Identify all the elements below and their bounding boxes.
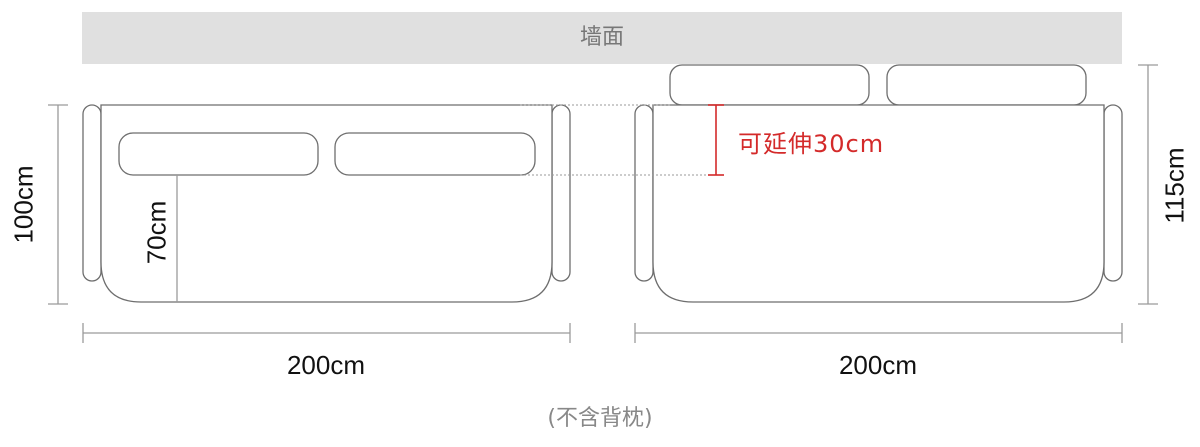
right-sofa xyxy=(634,64,1123,303)
seat-depth-label: 70cm xyxy=(141,200,172,265)
wall-label: 墙面 xyxy=(579,25,624,50)
back-cushion-right xyxy=(334,132,536,176)
left-sofa xyxy=(82,104,571,303)
extended-cushion-right xyxy=(886,64,1087,106)
right-width-label: 200cm xyxy=(838,350,918,380)
extension-label: 可延伸30cm xyxy=(738,130,885,158)
extended-cushion-left xyxy=(669,64,870,106)
back-cushion-left xyxy=(118,132,319,176)
right-depth-label: 115cm xyxy=(1159,147,1190,224)
left-width-label: 200cm xyxy=(286,350,366,380)
left-depth-label: 100cm xyxy=(8,165,39,244)
extension-marker xyxy=(708,104,724,176)
footnote: (不含背枕) xyxy=(547,406,653,431)
right-width-dimension xyxy=(634,323,1123,343)
left-width-dimension xyxy=(82,323,571,343)
left-depth-dimension xyxy=(48,104,68,305)
right-depth-dimension xyxy=(1138,64,1158,305)
wall-band xyxy=(82,12,1122,64)
